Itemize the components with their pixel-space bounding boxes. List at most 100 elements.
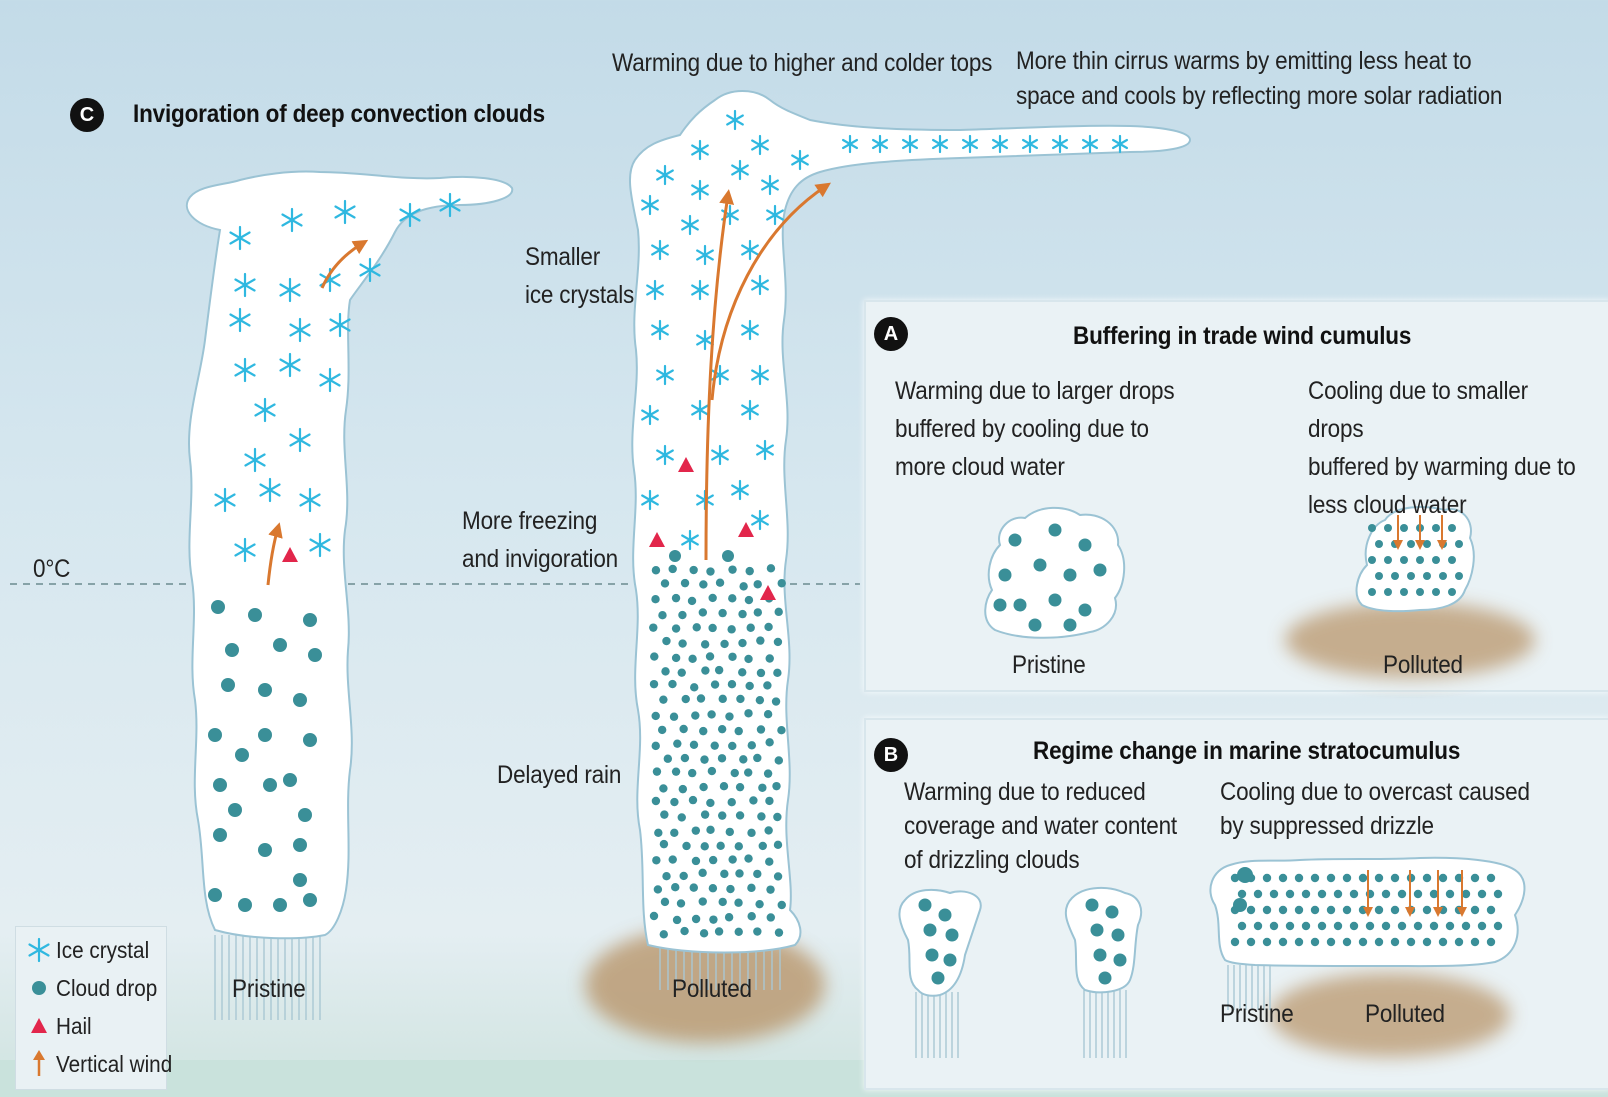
cloud-drop xyxy=(1270,922,1278,930)
cloud-drop xyxy=(939,909,952,922)
cloud-drop xyxy=(1334,922,1342,930)
cloud-drop xyxy=(1391,874,1399,882)
cloud-drop xyxy=(1384,556,1392,564)
cloud-drop xyxy=(1382,890,1390,898)
badge-a: A xyxy=(874,317,908,351)
cloud-drop xyxy=(1455,938,1463,946)
cloud-drop xyxy=(1384,524,1392,532)
cloud-drop xyxy=(1318,890,1326,898)
cloud-drop xyxy=(1302,922,1310,930)
cloud-drop xyxy=(1375,938,1383,946)
cloud-drop xyxy=(1112,929,1125,942)
cloud-drop xyxy=(1391,572,1399,580)
cloud-drop xyxy=(1407,938,1415,946)
section-b-title: Regime change in marine stratocumulus xyxy=(1033,735,1460,767)
cloud-drop xyxy=(1014,599,1027,612)
cloud-drop xyxy=(1375,874,1383,882)
panel-b-pristine: Pristine xyxy=(1220,995,1294,1033)
cloud-drop xyxy=(1295,906,1303,914)
cloud-drop xyxy=(1384,588,1392,596)
cloud-drop xyxy=(1009,534,1022,547)
cloud-drop xyxy=(1091,924,1104,937)
cloud-drop xyxy=(1487,938,1495,946)
cloud-drop xyxy=(1430,890,1438,898)
cloud-drop xyxy=(1432,556,1440,564)
cloud-drop xyxy=(1382,922,1390,930)
cloud-drop xyxy=(1391,938,1399,946)
cloud-drop xyxy=(1233,898,1247,912)
cloud-drop xyxy=(1494,922,1502,930)
cloud-drop xyxy=(1247,938,1255,946)
cloud-drop xyxy=(1049,594,1062,607)
cloud-drop xyxy=(1350,890,1358,898)
cloud-drop xyxy=(932,972,945,985)
legend-label-hail: Hail xyxy=(56,1013,92,1040)
ice-crystal-icon xyxy=(26,937,52,963)
cloud-drop xyxy=(1368,588,1376,596)
cloud-drop xyxy=(1049,524,1062,537)
cloud-drop xyxy=(1407,540,1415,548)
cloud-drop xyxy=(1398,890,1406,898)
cloud-drop xyxy=(1254,922,1262,930)
cloud-drop xyxy=(1462,890,1470,898)
cloud-drop xyxy=(1034,559,1047,572)
cloud-drop xyxy=(1448,524,1456,532)
cloud-drop xyxy=(1064,619,1077,632)
cloud-drop xyxy=(1487,906,1495,914)
cloud-drop xyxy=(1302,890,1310,898)
cloud-drop xyxy=(1400,524,1408,532)
hail-triangle-icon xyxy=(26,1013,52,1039)
cloud-drop xyxy=(1270,890,1278,898)
cloud-drop xyxy=(1238,922,1246,930)
cloud-drop xyxy=(1414,890,1422,898)
cloud-drop xyxy=(1478,922,1486,930)
cloud-drop xyxy=(1455,540,1463,548)
cloud-drop xyxy=(1350,922,1358,930)
cloud-drop xyxy=(1327,906,1335,914)
freezing-level-label: 0°C xyxy=(33,550,70,588)
cloud-drop xyxy=(1368,556,1376,564)
cloud-drop xyxy=(994,599,1007,612)
cloud-drop xyxy=(1400,588,1408,596)
legend-label-ice: Ice crystal xyxy=(56,937,149,964)
cloud-drop xyxy=(1114,954,1127,967)
panel-a-polluted: Polluted xyxy=(1383,646,1463,684)
cloud-drop xyxy=(1086,899,1099,912)
cloud-drop xyxy=(999,569,1012,582)
cloud-drop xyxy=(1359,938,1367,946)
cloud-drop xyxy=(1231,938,1239,946)
cirrus-note: More thin cirrus warms by emitting less … xyxy=(1016,44,1502,114)
cloud-drop xyxy=(1432,524,1440,532)
cloud-drop xyxy=(1487,874,1495,882)
cloud-drop xyxy=(1391,906,1399,914)
pristine-label-c: Pristine xyxy=(232,970,306,1008)
cloud-drop xyxy=(1375,572,1383,580)
cloud-drop xyxy=(1446,890,1454,898)
cloud-drop xyxy=(1343,874,1351,882)
legend: Ice crystal Cloud drop Hail Vertical win… xyxy=(15,926,167,1090)
cloud-drop xyxy=(1327,938,1335,946)
cloud-drop xyxy=(1343,906,1351,914)
cloud-drop xyxy=(1439,938,1447,946)
cloud-drop xyxy=(1279,874,1287,882)
cloud-drop xyxy=(1455,572,1463,580)
cloud-drop xyxy=(1375,906,1383,914)
cloud-drop xyxy=(1238,890,1246,898)
cloud-drop xyxy=(1064,569,1077,582)
cloud-drop xyxy=(946,929,959,942)
cloud-drop xyxy=(1318,922,1326,930)
cloud-drop xyxy=(1237,867,1253,883)
cloud-drop xyxy=(1079,539,1092,552)
cloud-drop xyxy=(1471,906,1479,914)
cloud-drop xyxy=(1295,874,1303,882)
cloud-drop xyxy=(1279,938,1287,946)
cloud-drop xyxy=(1279,906,1287,914)
cloud-drop xyxy=(919,899,932,912)
cloud-drop xyxy=(1334,890,1342,898)
cloud-drop xyxy=(1439,874,1447,882)
cloud-drop xyxy=(1398,922,1406,930)
smaller-ice-label: Smaller ice crystals xyxy=(525,238,634,314)
cloud-drop xyxy=(1448,556,1456,564)
cloud-drop xyxy=(944,954,957,967)
